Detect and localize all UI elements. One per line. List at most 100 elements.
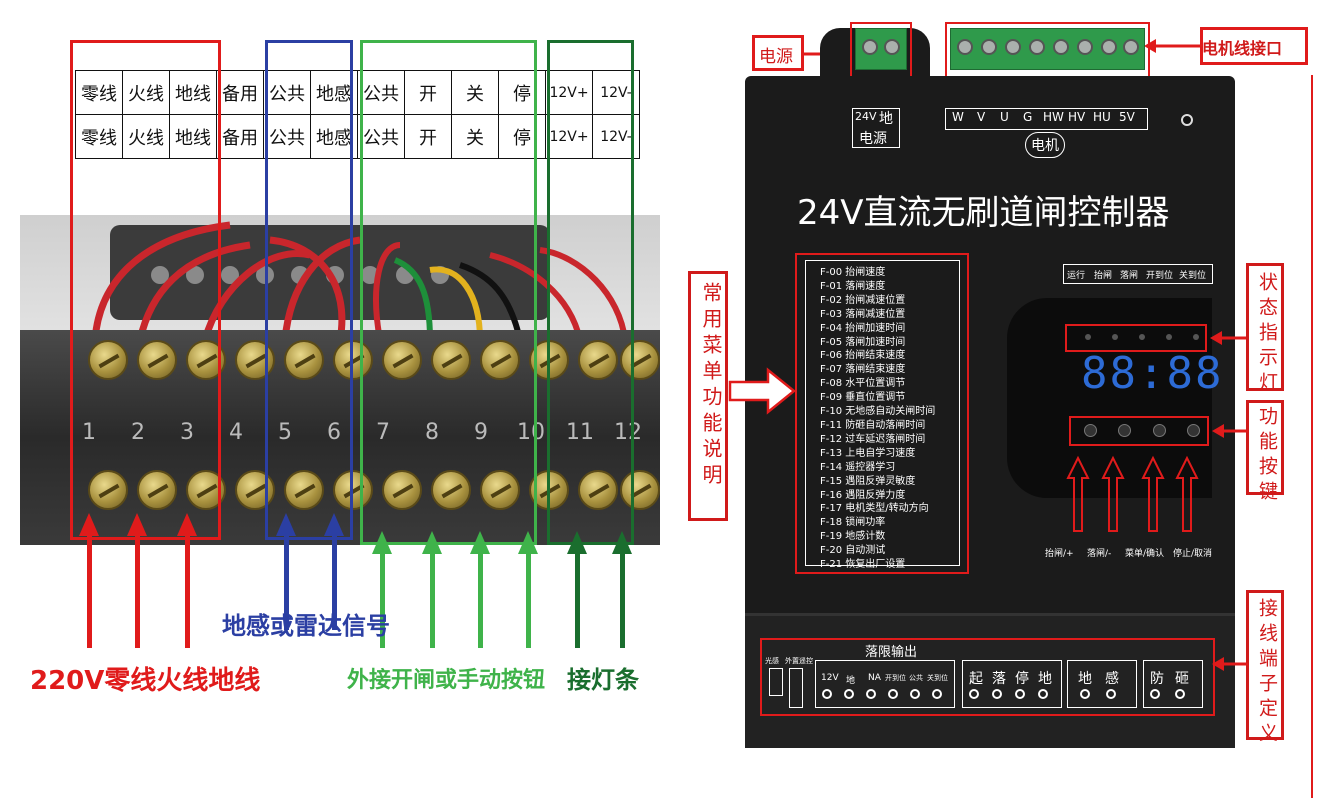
menu-item: F-14 遥控器学习 [820,461,896,473]
bottom-terminal-frame [760,638,1215,716]
table-cell: 零线 [75,70,123,115]
terminal-number: 9 [474,420,488,445]
motor-port-callout-box [1200,27,1308,65]
power-terminal-highlight [850,22,912,78]
mount-hole [1181,114,1193,126]
buttons-callout-box [1246,400,1284,495]
bottom-terminal-panel [745,613,1235,748]
buttons-callout-label: 功能按键 [1256,406,1278,506]
table-cell: 12V+ [545,70,593,115]
screw [431,470,471,510]
small-connector [789,668,803,708]
menu-item: F-17 电机类型/转动方向 [820,503,929,515]
table-cell: 备用 [216,114,264,159]
function-button[interactable] [1118,424,1131,437]
motor-port-callout-label: 电机线接口 [1202,39,1283,58]
screw [284,340,324,380]
menu-item: F-20 自动测试 [820,545,886,557]
group4-label: 防 [1150,671,1164,687]
screw [333,470,373,510]
limit-label: 12V [821,673,839,683]
table-cell: 公共 [357,114,405,159]
limit-label: NA [868,673,881,683]
button-label: 停止/取消 [1173,549,1213,559]
screw [382,340,422,380]
controller-title: 24V直流无刷道闸控制器 [797,193,1170,233]
power-label-24v: 24V [855,110,877,123]
screw [480,470,520,510]
status-led [1085,334,1091,340]
group2-label: 落 [992,671,1006,687]
terminal-number: 1 [82,420,96,445]
terminal-screw [884,39,900,55]
menu-list: F-00 抬闸速度 F-01 落闸速度 F-02 抬闸减速位置 F-03 落闸减… [820,266,935,572]
power-label-box [852,108,900,148]
screw [88,340,128,380]
external-button-caption: 外接开闸或手动按钮 [347,668,546,693]
status-label: 运行 [1067,271,1086,281]
terminal-screw [981,39,997,55]
function-button[interactable] [1187,424,1200,437]
motor-label: HW [1043,110,1064,124]
screw [578,340,618,380]
power-terminal [855,28,907,70]
button-label: 落闸/- [1087,549,1112,559]
menu-item: F-03 落闸减速位置 [820,308,906,320]
terminal-block-photo: 1 2 3 4 5 6 7 8 9 10 11 12 [20,215,660,545]
button-arrows [1066,455,1199,532]
menu-item: F-06 抬闸结束速度 [820,350,906,362]
table-cell: 12V+ [545,114,593,159]
limit-label: 关到位 [927,674,948,682]
status-label: 抬闸 [1094,271,1113,281]
screw [620,470,660,510]
status-callout-box [1246,263,1284,391]
table-cell: 零线 [75,114,123,159]
motor-label: V [977,110,986,124]
button-frame [1069,416,1209,446]
terminal-screw [1029,39,1045,55]
limit-output-title: 落限输出 [865,645,918,660]
screw [480,340,520,380]
motor-caption-oval [1025,132,1065,158]
terminal-number: 12 [614,420,642,445]
function-button[interactable] [1084,424,1097,437]
terminal-number: 8 [425,420,439,445]
terminal-screw [1005,39,1021,55]
status-label-box [1063,264,1213,284]
function-button[interactable] [1153,424,1166,437]
arrows-group [79,513,632,648]
table-row: 零线 火线 地线 备用 公共 地感 公共 开 关 停 12V+ 12V- [75,114,640,159]
terminal-def-callout-label: 接线端子定义 [1256,598,1278,748]
group2-label: 起 [969,671,983,687]
motor-label: 5V [1119,110,1135,124]
button-group-frame [360,40,537,545]
buttons-callout-arrow [1212,424,1248,438]
table-cell: 火线 [122,70,170,115]
screw [88,470,128,510]
status-callout-label: 状态指示灯 [1256,272,1278,397]
menu-item: F-04 抬闸加速时间 [820,322,906,334]
motor-label-box [945,108,1148,130]
power-caption: 220V零线火线地线 [30,666,261,696]
group4-box [1143,660,1203,708]
small-label: 外置遥控 [785,657,813,665]
menu-callout-arrow [728,367,796,415]
group2-box [962,660,1062,708]
group2-label: 停 [1015,671,1029,687]
screw [137,340,177,380]
power-callout-label: 电源 [759,47,793,67]
menu-list-frame [795,253,969,574]
limit-label: 开到位 [885,674,906,682]
table-cell: 停 [498,114,546,159]
terminal-label-table: 零线 火线 地线 备用 公共 地感 公共 开 关 停 12V+ 12V- 零线 … [75,70,640,159]
menu-item: F-12 过车延迟落闸时间 [820,433,926,445]
menu-item: F-10 无地感自动关闸时间 [820,406,936,418]
button-label: 菜单/确认 [1125,549,1165,559]
status-led [1112,334,1118,340]
menu-item: F-09 垂直位置调节 [820,392,906,404]
table-cell: 火线 [122,114,170,159]
terminal-strip-diagram: 零线 火线 地线 备用 公共 地感 公共 开 关 停 12V+ 12V- 零线 … [0,0,660,798]
group4-label: 砸 [1175,671,1189,687]
menu-item: F-11 防砸自动落闸时间 [820,419,926,431]
menu-item: F-08 水平位置调节 [820,378,906,390]
